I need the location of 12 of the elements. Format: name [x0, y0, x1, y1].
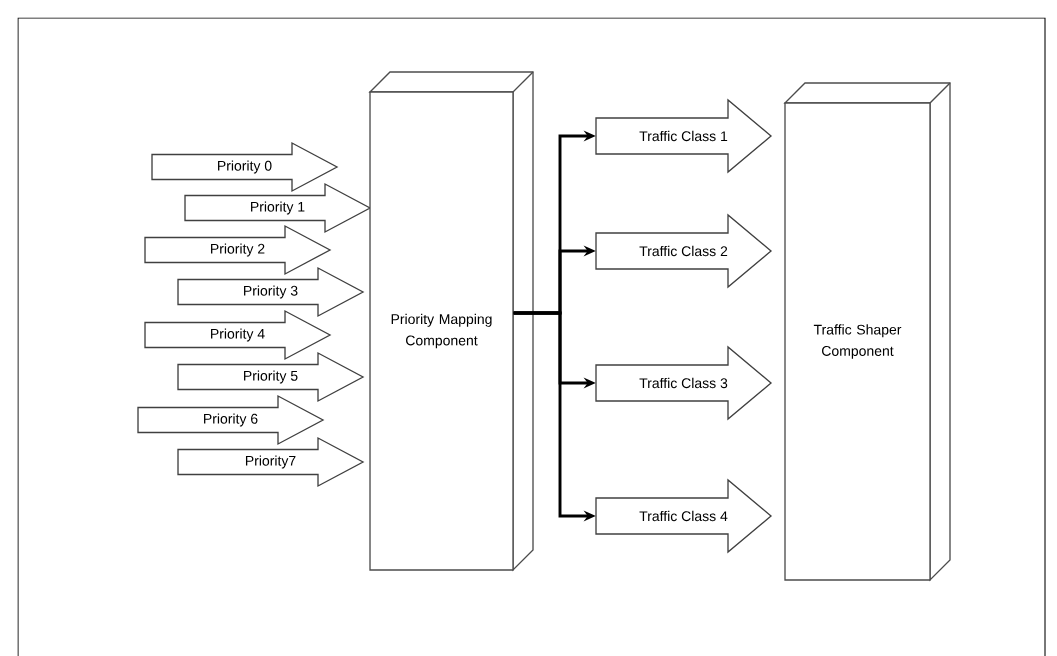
- signpost-box: Priority 2: [144, 224, 332, 276]
- signpost-box: Traffic Class 1: [595, 98, 773, 174]
- signpost-box: Priority 0: [151, 141, 339, 193]
- signpost-box: Priority 1: [184, 182, 372, 234]
- signpost-box: Priority 6: [137, 394, 325, 446]
- signpost-box: Priority 5: [177, 351, 365, 403]
- signpost-box: Traffic Class 4: [595, 478, 773, 554]
- signpost-box: Traffic Class 2: [595, 213, 773, 289]
- signpost-box: Priority 3: [177, 266, 365, 318]
- signpost-box: Priority 4: [144, 309, 332, 361]
- signpost-box: Priority7: [177, 436, 365, 488]
- signpost-box: Traffic Class 3: [595, 345, 773, 421]
